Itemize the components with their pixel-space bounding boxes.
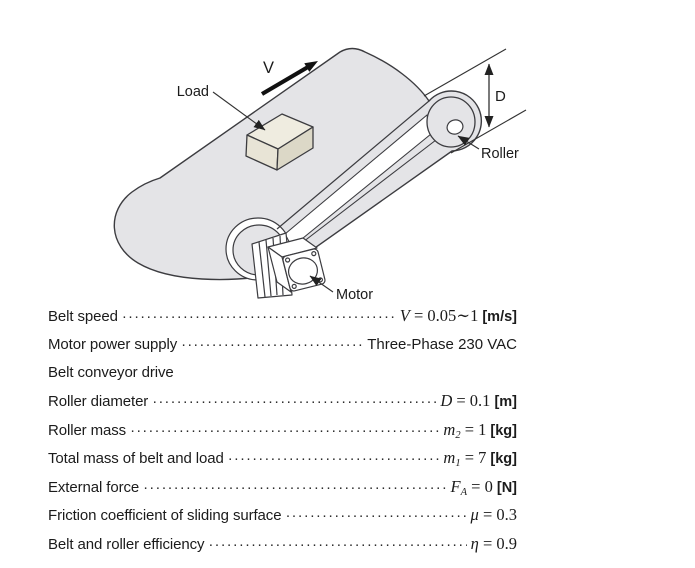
spec-label: Total mass of belt and load xyxy=(48,450,224,468)
dim-extension-bottom xyxy=(450,109,527,154)
spec-number: = 0.1 xyxy=(452,391,491,411)
spec-leader-dots xyxy=(143,474,446,502)
load-box xyxy=(245,113,314,171)
spec-list: Belt speed V = 0.05∼1[m/s] Motor power s… xyxy=(48,302,517,558)
spec-leader-dots xyxy=(122,303,396,331)
spec-variable: V xyxy=(399,306,410,325)
spec-leader-dots xyxy=(285,502,466,530)
roller-shaft-hole xyxy=(446,119,464,135)
velocity-arrow-shaft xyxy=(260,65,310,96)
flange-plate-line xyxy=(258,241,266,298)
motor-screw-hole xyxy=(291,283,297,289)
spec-leader-dots xyxy=(181,331,363,359)
spec-variable-subscript: A xyxy=(460,486,468,498)
motor-label: Motor xyxy=(336,287,373,302)
spec-variable-subscript: 2 xyxy=(455,429,461,441)
spec-unit: [m/s] xyxy=(482,309,517,325)
spec-label: Roller mass xyxy=(48,421,127,439)
spec-row: Roller mass m2 = 1[kg] xyxy=(48,416,517,444)
spec-unit: [N] xyxy=(496,479,517,496)
spec-value: m1 = 7[kg] xyxy=(443,444,517,473)
spec-number: = 7 xyxy=(460,448,487,468)
spec-value: η = 0.9 xyxy=(471,530,517,558)
spec-unit: [kg] xyxy=(490,451,517,468)
spec-label: Friction coefficient of sliding surface xyxy=(48,507,282,525)
spec-unit: [m] xyxy=(494,394,517,411)
spec-label: Belt conveyor drive xyxy=(48,363,174,381)
roller-label: Roller xyxy=(481,146,519,162)
spec-number: = 0.3 xyxy=(478,505,517,525)
spec-label: Belt and roller efficiency xyxy=(48,535,205,553)
spec-variable: η xyxy=(470,533,479,553)
spec-label: External force xyxy=(48,478,140,496)
spec-label: Motor power supply xyxy=(48,336,178,354)
spec-value: V = 0.05∼1[m/s] xyxy=(400,302,517,331)
spec-leader-dots xyxy=(228,445,440,473)
diameter-label: D xyxy=(495,88,506,105)
spec-value: Three-Phase 230 VAC xyxy=(367,330,517,359)
motor-screw-hole xyxy=(311,251,317,257)
spec-label: Roller diameter xyxy=(48,393,149,411)
spec-variable: m xyxy=(443,448,456,468)
belt-lower-run-edge xyxy=(289,139,437,253)
spec-variable: m xyxy=(443,419,456,439)
motor-screw-hole xyxy=(285,257,291,263)
spec-number: = 0 xyxy=(467,476,493,496)
conveyor-belt-body xyxy=(113,47,482,281)
belt-conveyor-diagram: V Load D Roller Motor xyxy=(113,47,527,302)
spec-variable: D xyxy=(440,391,453,411)
spec-row: External force FA = 0[N] xyxy=(48,473,517,501)
roller-leader-line xyxy=(457,135,480,150)
velocity-arrowhead xyxy=(304,61,318,72)
spec-row: Roller diameter D = 0.1[m] xyxy=(48,387,517,415)
flange-plate-line xyxy=(265,239,272,297)
spec-number: = 0.05∼1 xyxy=(409,306,479,325)
belt-top-near-edge xyxy=(276,100,430,230)
spec-value: FA = 0[N] xyxy=(451,473,517,502)
load-box-side xyxy=(276,126,314,171)
spec-value: m2 = 1[kg] xyxy=(443,416,517,445)
load-label: Load xyxy=(177,84,209,100)
spec-variable: μ xyxy=(470,505,479,525)
spec-leader-dots xyxy=(130,417,439,445)
motor-leader-line xyxy=(309,275,334,293)
spec-variable-subscript: 1 xyxy=(455,458,461,470)
spec-row: Belt conveyor drive xyxy=(48,359,517,387)
spec-leader-dots xyxy=(152,388,436,416)
spec-variable: F xyxy=(450,476,461,496)
spec-unit: [kg] xyxy=(490,422,517,439)
spec-label: Belt speed xyxy=(48,308,118,325)
spec-value: D = 0.1[m] xyxy=(440,387,517,416)
motor-screw-hole xyxy=(317,277,323,283)
spec-row: Belt and roller efficiency η = 0.9 xyxy=(48,530,517,558)
spec-row: Belt speed V = 0.05∼1[m/s] xyxy=(48,302,517,330)
spec-leader-dots xyxy=(208,531,466,559)
dim-extension-top xyxy=(423,48,507,97)
spec-row: Total mass of belt and load m1 = 7[kg] xyxy=(48,444,517,472)
spec-value-text: Three-Phase 230 VAC xyxy=(367,336,517,354)
spec-number: = 1 xyxy=(460,419,487,439)
spec-row: Friction coefficient of sliding surface … xyxy=(48,501,517,529)
spec-row: Motor power supply Three-Phase 230 VAC xyxy=(48,330,517,358)
load-leader-line xyxy=(212,91,266,131)
velocity-label: V xyxy=(263,59,274,77)
spec-number: = 0.9 xyxy=(478,533,517,553)
spec-value: μ = 0.3 xyxy=(471,501,517,529)
